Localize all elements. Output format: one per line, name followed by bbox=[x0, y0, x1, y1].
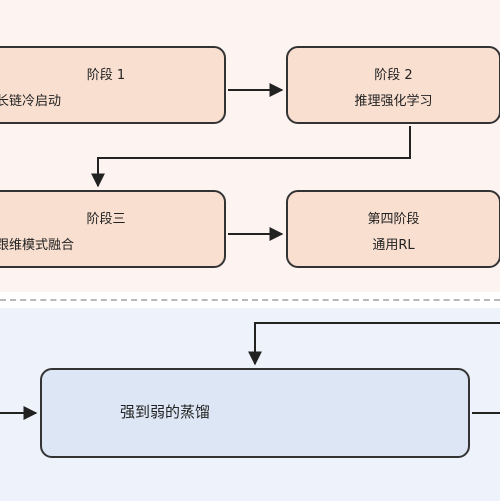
stage-1-subtitle: 长链冷启动 bbox=[0, 94, 62, 109]
stage-2-box: 阶段 2 推理强化学习 bbox=[286, 46, 500, 124]
region-divider bbox=[0, 299, 500, 301]
stage-4-subtitle: 通用RL bbox=[372, 238, 415, 253]
distillation-box: 强到弱的蒸馏 bbox=[40, 368, 470, 458]
stage-1-title: 阶段 1 bbox=[86, 68, 126, 83]
stage-2-title: 阶段 2 bbox=[374, 68, 413, 83]
stage-4-box: 第四阶段 通用RL bbox=[286, 190, 500, 268]
stage-3-subtitle: 跟维模式融合 bbox=[0, 238, 75, 253]
stage-2-subtitle: 推理强化学习 bbox=[354, 94, 433, 109]
stage-3-title: 阶段三 bbox=[86, 212, 126, 227]
stage-3-box: 阶段三 跟维模式融合 bbox=[0, 190, 226, 268]
distillation-title: 强到弱的蒸馏 bbox=[120, 403, 211, 421]
stage-4-title: 第四阶段 bbox=[367, 212, 420, 227]
stage-1-box: 阶段 1 长链冷启动 bbox=[0, 46, 226, 124]
